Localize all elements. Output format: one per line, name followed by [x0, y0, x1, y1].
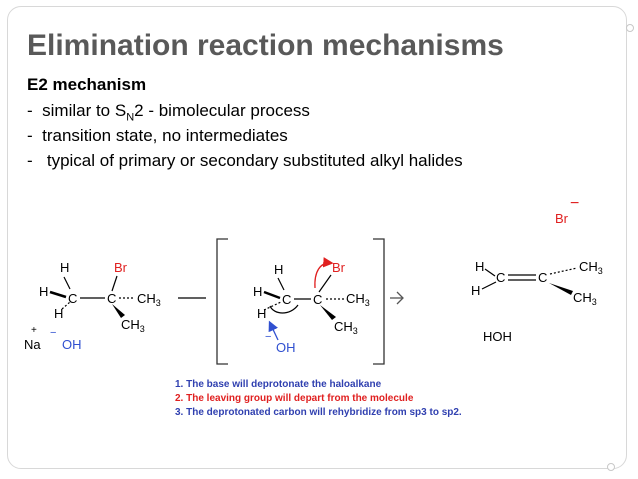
frame-dot-bottom	[607, 463, 615, 471]
product-c2: C	[538, 270, 547, 285]
reactant-h-top: H	[60, 260, 69, 275]
bullet-substrates: - typical of primary or secondary substi…	[27, 151, 463, 171]
hydroxide: OH	[62, 337, 82, 352]
ts-h-bottom: H	[257, 306, 266, 321]
product-h-bottom: H	[471, 283, 480, 298]
ts-ch3-right: CH3	[346, 291, 370, 308]
bond	[263, 290, 281, 300]
product-c1: C	[496, 270, 505, 285]
slide-title: Elimination reaction mechanisms	[27, 29, 504, 62]
ts-hydroxide: OH	[276, 340, 296, 355]
sodium: Na	[24, 337, 41, 352]
reactant-molecule: H H H C C Br CH3 CH3 + Na − OH	[24, 260, 161, 352]
leaving-group-arrow	[314, 257, 334, 289]
bond	[111, 275, 118, 292]
bullet-transition-state: - transition state, no intermediates	[27, 126, 288, 146]
ch3-label: CH	[573, 290, 592, 305]
bullet-text: transition state, no intermediates	[42, 126, 288, 145]
bromide: Br	[555, 211, 569, 226]
product-h-top: H	[475, 259, 484, 274]
bond	[481, 281, 497, 290]
bullet-dash: -	[27, 126, 33, 145]
reactant-ch3-bottom: CH3	[121, 317, 145, 334]
na-charge: +	[31, 325, 37, 336]
bond	[318, 274, 332, 293]
ts-c2: C	[313, 292, 322, 307]
reactant-br: Br	[114, 260, 128, 275]
ch3-label: CH	[579, 259, 598, 274]
ch3-subscript: 3	[156, 298, 161, 308]
ts-ch3-bottom: CH3	[334, 319, 358, 336]
wedge-bond	[112, 304, 125, 318]
products: − Br H H C C CH3 CH3 HOH	[471, 195, 603, 344]
ts-h-top: H	[274, 262, 283, 277]
bond	[277, 277, 285, 291]
ts-c1: C	[282, 292, 291, 307]
bond	[63, 276, 71, 290]
reactant-ch3-right: CH3	[137, 291, 161, 308]
slide-frame	[7, 6, 627, 469]
transition-state: H H H C C Br CH3 CH3 − OH	[253, 257, 370, 355]
bullet-text-before: similar to S	[42, 101, 127, 120]
wedge-bond	[549, 283, 573, 295]
ch3-subscript: 3	[140, 324, 145, 334]
step-3: 3. The deprotonated carbon will rehybrid…	[175, 407, 462, 418]
step-1: 1. The base will deprotonate the haloalk…	[175, 379, 382, 390]
right-bracket	[373, 238, 385, 365]
ch3-subscript: 3	[598, 266, 603, 276]
steps-list: 1. The base will deprotonate the haloalk…	[175, 379, 462, 418]
oh-charge: −	[50, 327, 56, 339]
bromide-charge: −	[570, 195, 579, 212]
bond	[263, 301, 282, 311]
ts-h-left: H	[253, 284, 262, 299]
bond	[549, 267, 578, 275]
bond	[61, 301, 71, 310]
reactant-c1: C	[68, 291, 77, 306]
product-ch3-top: CH3	[579, 259, 603, 276]
reactant-c2: C	[107, 291, 116, 306]
electron-push-arrow	[269, 304, 299, 314]
bond	[484, 268, 496, 277]
reactant-h-left: H	[39, 284, 48, 299]
water: HOH	[483, 329, 512, 344]
frame-dot-top	[626, 24, 634, 32]
base-attack-arrow	[268, 320, 279, 341]
bullet-dash: -	[27, 101, 33, 120]
reactant-h-bottom: H	[54, 306, 63, 321]
ts-br: Br	[332, 260, 346, 275]
ch3-subscript: 3	[592, 297, 597, 307]
bullet-sn2: - similar to SN2 - bimolecular process	[27, 101, 310, 123]
ch3-subscript: 3	[353, 326, 358, 336]
wedge-bond	[320, 305, 336, 320]
mechanism-heading: E2 mechanism	[27, 75, 147, 94]
ch3-subscript: 3	[365, 298, 370, 308]
bullet-subscript: N	[126, 111, 135, 124]
bullet-dash: -	[27, 151, 33, 170]
ts-oh-charge: −	[265, 331, 271, 343]
ch3-label: CH	[334, 319, 353, 334]
ch3-label: CH	[121, 317, 140, 332]
product-ch3-bottom: CH3	[573, 290, 597, 307]
step-2: 2. The leaving group will depart from th…	[175, 393, 414, 404]
bond	[49, 290, 67, 299]
ch3-label: CH	[137, 291, 156, 306]
ch3-label: CH	[346, 291, 365, 306]
bullet-text: typical of primary or secondary substitu…	[46, 151, 463, 170]
left-bracket	[216, 238, 228, 365]
product-arrowhead	[396, 291, 404, 305]
bullet-text-after: 2 - bimolecular process	[134, 101, 310, 120]
